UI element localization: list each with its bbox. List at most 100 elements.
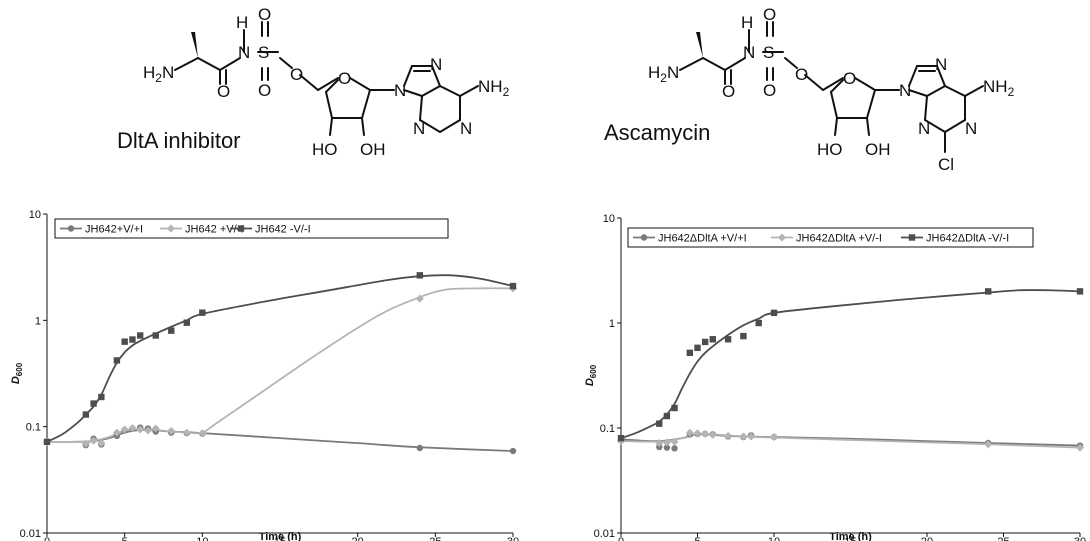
n-label: N: [918, 119, 930, 138]
wedge-bond: [696, 32, 703, 58]
y-tick-label: 10: [29, 209, 41, 221]
h-label: H: [236, 13, 248, 32]
nh2-label: NH2: [478, 77, 510, 99]
data-point-diamond: [670, 437, 679, 446]
data-point-diamond: [143, 426, 152, 435]
legend-marker-square: [908, 234, 916, 241]
x-tick-label: 20: [352, 536, 364, 541]
data-point-square: [709, 336, 716, 343]
data-point-square: [43, 438, 51, 446]
ho-label: HO: [817, 140, 843, 159]
data-point-square: [985, 288, 992, 295]
o-label: O: [258, 81, 271, 100]
n-label: N: [460, 119, 472, 138]
o-label: O: [795, 65, 808, 84]
o-label: O: [722, 82, 735, 101]
amine-label: H2N: [648, 63, 679, 85]
x-tick-label: 15: [844, 536, 856, 541]
o-label: O: [290, 65, 303, 84]
x-tick-label: 5: [694, 536, 700, 541]
data-point-diamond: [1076, 443, 1084, 452]
n-label: N: [899, 81, 911, 100]
x-axis-title: Time (h): [829, 531, 872, 541]
x-tick-label: 30: [1074, 536, 1086, 541]
o-label: O: [843, 69, 856, 88]
legend-label: JH642ΔDltA +V/+I: [658, 233, 747, 245]
x-tick-label: 30: [507, 536, 519, 541]
legend-box: [627, 227, 1034, 248]
legend-marker-diamond: [167, 224, 175, 233]
data-point-square: [90, 400, 97, 407]
data-point-square: [152, 332, 159, 339]
x-tick-label: 10: [196, 536, 208, 541]
wedge-bond: [191, 32, 198, 58]
n-label: N: [238, 43, 250, 62]
data-point-diamond: [739, 432, 748, 441]
series-curve-diamond: [46, 287, 514, 443]
data-point-square: [82, 411, 90, 418]
data-point-diamond: [415, 294, 424, 303]
ho-label: HO: [312, 140, 338, 159]
data-point-square: [1076, 288, 1084, 295]
cl-label: Cl: [938, 155, 954, 174]
data-point-diamond: [693, 429, 702, 438]
series-curve-square: [46, 274, 514, 443]
data-point-diamond: [770, 433, 778, 442]
y-axis-title: D600: [584, 364, 598, 386]
data-point-diamond: [182, 428, 191, 437]
data-point-diamond: [198, 429, 207, 438]
left-structure-caption: DltA inhibitor: [117, 128, 241, 153]
data-point-diamond: [120, 425, 129, 434]
data-point-diamond: [984, 440, 993, 449]
oh-label: OH: [360, 140, 386, 159]
legend-label: JH642 -V/-I: [255, 224, 311, 236]
amine-label: H2N: [143, 63, 174, 85]
x-tick-label: 25: [997, 536, 1009, 541]
data-point-circle: [663, 444, 671, 451]
data-point-diamond: [167, 427, 176, 436]
legend-marker-circle: [67, 225, 75, 232]
x-tick-label: 5: [122, 536, 128, 541]
x-axis-title: Time (h): [259, 531, 302, 541]
ascamycin-structure: H2N H N S O O O O O N N N N NH2 Cl HO OH…: [604, 5, 1015, 174]
y-axis-title: D600: [10, 362, 24, 384]
nh2-label: NH2: [983, 77, 1015, 99]
dlta-inhibitor-structure: H2N H N S O O O O O N N N N NH2 HO OH Dl…: [117, 5, 510, 159]
n-label: N: [413, 119, 425, 138]
o-label: O: [338, 69, 351, 88]
data-point-square: [113, 357, 121, 364]
data-point-square: [694, 344, 701, 352]
data-point-diamond: [662, 438, 671, 447]
data-point-diamond: [724, 431, 733, 440]
y-tick-label: 0.01: [594, 528, 615, 540]
o-label: O: [217, 82, 230, 101]
n-label: N: [965, 119, 977, 138]
data-point-diamond: [81, 439, 90, 448]
data-point-square: [671, 404, 678, 412]
series-curve-square: [620, 289, 1081, 440]
data-point-circle: [509, 447, 517, 455]
growth-chart-wild-type: 0.010.1110051015202530Time (h)D600JH642+…: [10, 209, 519, 541]
data-point-square: [129, 336, 136, 343]
x-tick-label: 25: [429, 536, 441, 541]
legend-label: JH642ΔDltA -V/-I: [926, 233, 1009, 245]
data-point-diamond: [685, 428, 694, 437]
data-point-square: [121, 338, 128, 345]
data-point-square: [770, 309, 778, 317]
y-tick-label: 1: [35, 315, 41, 327]
data-point-square: [509, 282, 517, 290]
data-point-diamond: [89, 436, 98, 445]
s-label: S: [258, 43, 269, 62]
data-point-diamond: [128, 424, 137, 433]
data-point-square: [656, 420, 663, 427]
data-point-diamond: [136, 425, 145, 434]
legend-label: JH642 +V/-I: [185, 224, 243, 236]
n-label: N: [935, 55, 947, 74]
legend-marker-circle: [640, 234, 648, 241]
o-label: O: [763, 81, 776, 100]
n-label: N: [743, 43, 755, 62]
data-point-diamond: [97, 439, 106, 448]
data-point-square: [168, 327, 175, 334]
x-tick-label: 0: [44, 536, 50, 541]
